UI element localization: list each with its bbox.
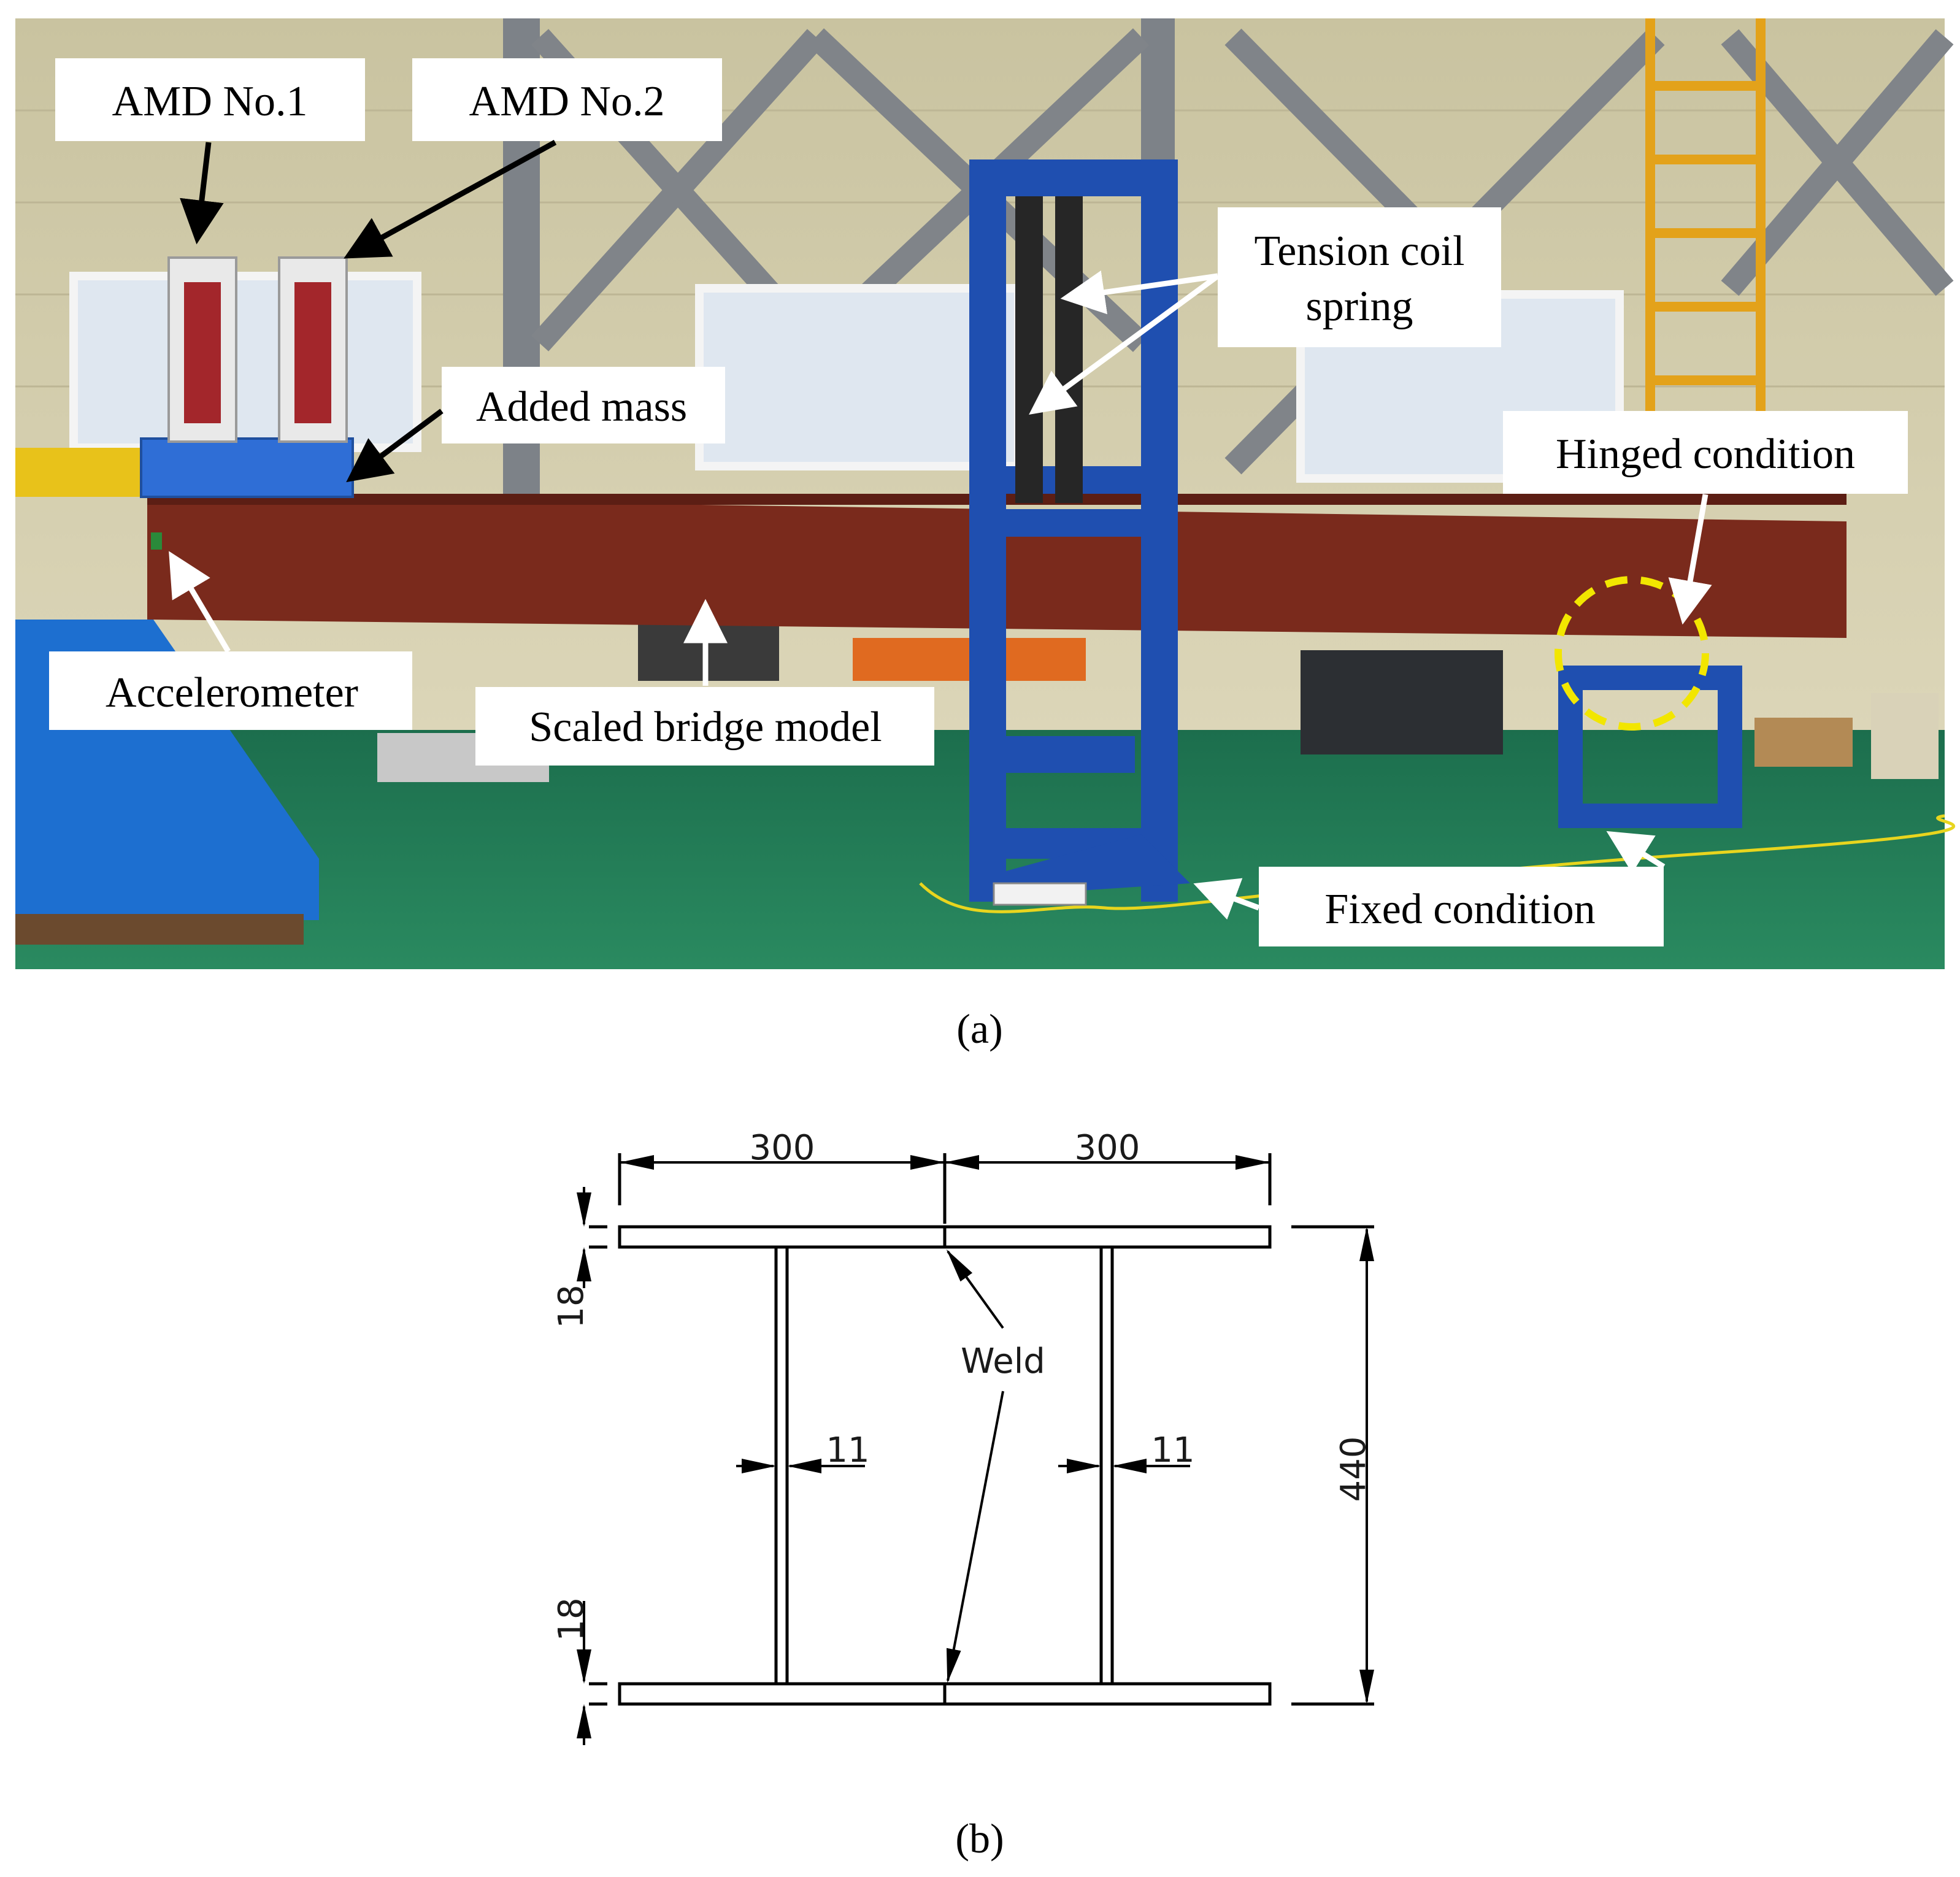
dim-text-width-left: 300 — [750, 1128, 815, 1168]
hinge-support-frame — [1558, 666, 1742, 828]
arrow-fixed-right — [1606, 831, 1666, 873]
plate-stack — [1301, 650, 1503, 754]
crate — [1754, 718, 1853, 767]
label-accelerometer: Accelerometer — [49, 651, 412, 730]
arrow-spring-upper — [1060, 271, 1218, 315]
label-hinged-condition: Hinged condition — [1503, 411, 1908, 494]
label-fixed-condition: Fixed condition — [1259, 867, 1664, 946]
added-mass-block — [140, 437, 354, 498]
weld-leader-bottom — [946, 1391, 1004, 1683]
dim-text-flange-bottom: 18 — [551, 1597, 591, 1641]
shelf — [15, 448, 150, 497]
dim-text-height: 440 — [1334, 1437, 1374, 1502]
label-tension-line2: spring — [1306, 283, 1413, 330]
arrow-hinged — [1668, 494, 1712, 625]
dim-text-web-left: 11 — [826, 1430, 869, 1470]
label-amd2-text: AMD No.2 — [469, 78, 665, 125]
accelerometer-sensor — [151, 532, 162, 550]
pallet — [15, 914, 304, 945]
arrow-added-mass — [346, 409, 444, 483]
photo-panel: AMD No.1 AMD No.2 Tension coil spring Ad… — [15, 18, 1956, 969]
ladder — [1645, 18, 1766, 478]
crate — [1871, 693, 1939, 779]
amd-unit-2 — [278, 256, 348, 443]
label-amd1: AMD No.1 — [55, 58, 365, 141]
power-strip — [993, 882, 1087, 906]
label-scaled-bridge: Scaled bridge model — [475, 687, 934, 766]
dim-text-width-right: 300 — [1075, 1128, 1140, 1168]
dim-text-flange-top: 18 — [551, 1284, 591, 1328]
amd-unit-1 — [167, 256, 237, 443]
cross-section-drawing — [577, 1153, 1374, 1745]
weld-leader-top — [946, 1249, 1004, 1329]
label-added-mass-text: Added mass — [476, 383, 687, 431]
label-tension-line1: Tension coil — [1254, 228, 1464, 275]
web-right — [1099, 1245, 1114, 1686]
label-amd2: AMD No.2 — [412, 58, 722, 141]
arrow-amd1 — [180, 142, 224, 245]
web-left — [774, 1245, 789, 1686]
label-scaled-bridge-text: Scaled bridge model — [529, 704, 882, 751]
window — [69, 272, 421, 452]
tension-coil-spring — [1015, 196, 1083, 503]
weld-label: Weld — [961, 1342, 1045, 1381]
caption-b: (b) — [955, 1815, 1004, 1862]
arrow-amd2 — [344, 140, 557, 259]
label-added-mass: Added mass — [442, 367, 725, 443]
dim-text-web-right: 11 — [1151, 1430, 1194, 1470]
arrow-spring-lower — [1029, 274, 1220, 415]
arrow-fixed — [1193, 878, 1260, 920]
label-fixed-text: Fixed condition — [1324, 886, 1595, 933]
label-amd1-text: AMD No.1 — [112, 78, 308, 125]
label-accelerometer-text: Accelerometer — [106, 669, 358, 716]
label-tension-coil-spring: Tension coil spring — [1218, 207, 1501, 347]
arrow-accelerometer — [169, 551, 231, 653]
loading-frame — [969, 159, 1190, 902]
label-hinged-text: Hinged condition — [1556, 431, 1855, 478]
caption-a: (a) — [956, 1005, 1002, 1052]
hinge-marker-circle — [1555, 576, 1709, 731]
